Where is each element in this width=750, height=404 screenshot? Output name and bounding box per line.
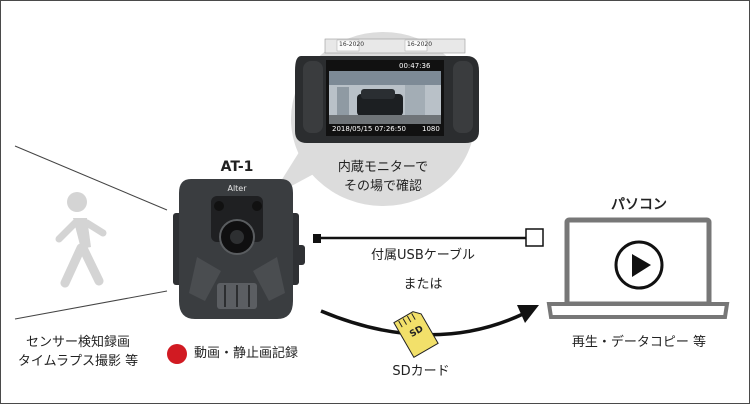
usb-cable-label: 付属USBケーブル [371,248,475,263]
or-label: または [403,277,443,292]
sd-card-label: SDカード [392,364,450,379]
bubble-text-line2: その場で確認 [343,179,422,194]
play-icon [632,254,651,277]
usb-cable [313,228,544,247]
camera-brand-label: Alter [227,184,247,193]
pc-label: パソコン [611,197,667,213]
camera-model-label: AT-1 [220,159,254,175]
monitor-id: 1080 [422,125,440,133]
bubble-text-line1: 内蔵モニターで [337,160,429,175]
detection-label-line1: センサー検知録画 [25,335,130,350]
monitor-time: 00:47:36 [399,62,431,70]
monitor-datetime: 2018/05/15 07:26:50 [332,125,407,133]
sd-card-icon [393,311,439,359]
detection-label-line2: タイムラプス撮影 等 [17,354,139,369]
sensor-line-bottom [14,290,168,320]
walking-person-icon [55,192,107,288]
monitor-tag-1: 16-2020 [339,41,365,48]
laptop-icon [546,217,730,319]
record-label: 動画・静止画記録 [194,346,299,361]
trail-camera [173,179,305,319]
playback-label: 再生・データコピー 等 [571,335,707,350]
monitor-device [295,38,479,143]
red-dot-icon [167,344,187,364]
sensor-line-top [14,145,168,211]
monitor-tag-2: 16-2020 [407,41,433,48]
